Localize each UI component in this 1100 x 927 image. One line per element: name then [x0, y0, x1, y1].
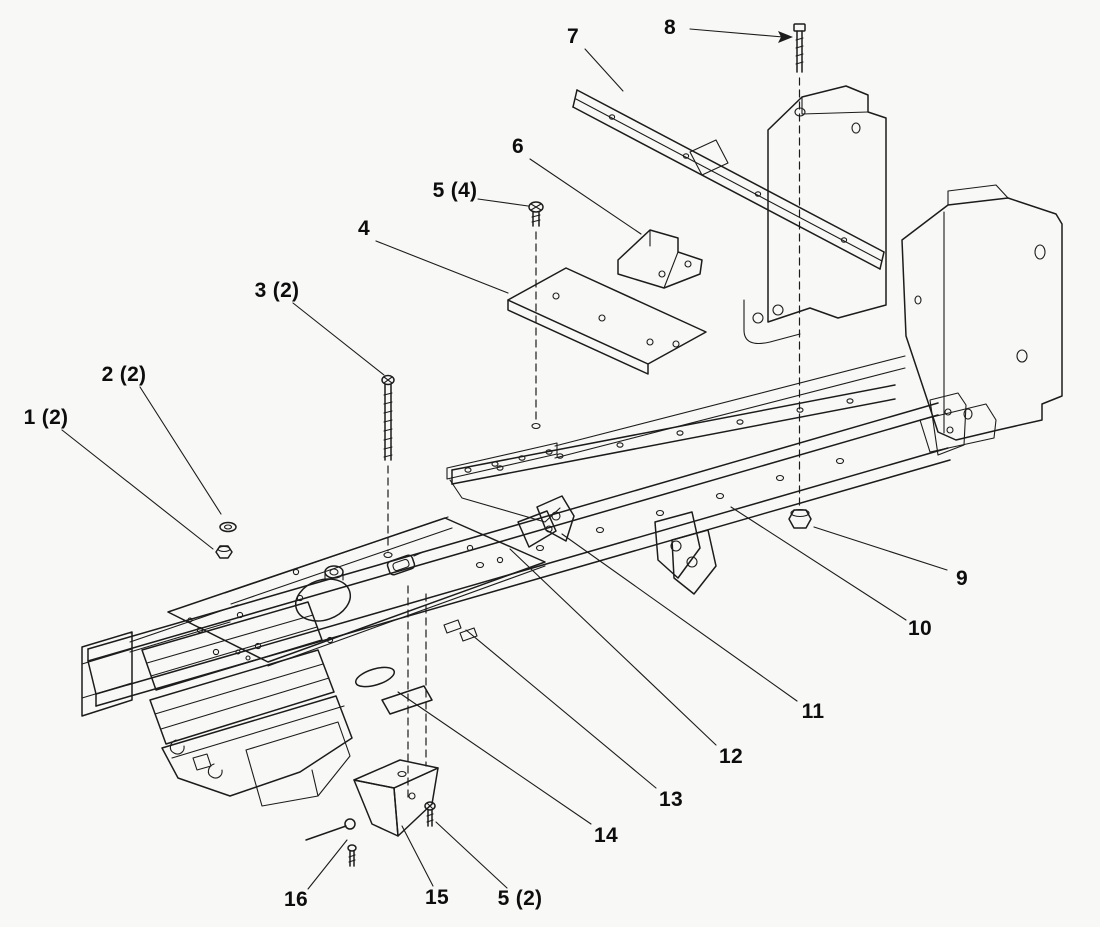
frame-rails — [87, 355, 967, 707]
footrest-ribs — [141, 601, 335, 745]
callout-3: 3 (2) — [254, 279, 300, 302]
leader-line-14 — [397, 691, 592, 825]
callout-16: 16 — [284, 888, 308, 911]
leader-arrowhead-8 — [778, 31, 793, 43]
leader-line-5a — [477, 198, 529, 207]
assembly-center-lines — [387, 77, 801, 799]
callout-15: 15 — [425, 886, 449, 909]
leader-line-5b — [435, 821, 508, 889]
lower-pan — [161, 685, 433, 807]
leader-lines — [61, 28, 948, 890]
front-platform-plate — [129, 516, 546, 688]
latch-brackets — [449, 479, 575, 548]
hook-detail — [169, 739, 185, 755]
leader-line-15 — [401, 825, 434, 887]
callout-7: 7 — [567, 25, 579, 48]
washer-2 — [219, 521, 237, 533]
callout-14: 14 — [594, 824, 618, 847]
bolt-3-2 — [381, 374, 395, 461]
leader-line-9 — [813, 526, 948, 571]
leader-line-10 — [730, 506, 907, 621]
callout-12: 12 — [719, 745, 743, 768]
front-bumper-channel — [81, 631, 133, 717]
mounting-bracket-15 — [353, 759, 439, 837]
callout-13: 13 — [659, 788, 683, 811]
callout-2: 2 (2) — [101, 363, 147, 386]
hanger-brackets — [654, 511, 717, 595]
support-bracket — [381, 685, 433, 715]
callout-9: 9 — [956, 567, 968, 590]
latch-bracket-12 — [517, 510, 557, 548]
callout-5b: 5 (2) — [497, 887, 543, 910]
rail-holes — [475, 398, 854, 569]
leader-line-8 — [689, 28, 784, 38]
baffle-plate — [507, 267, 707, 375]
callout-10: 10 — [908, 617, 932, 640]
leader-line-4 — [375, 240, 509, 294]
leader-line-13 — [465, 629, 657, 789]
callout-1: 1 (2) — [23, 406, 69, 429]
leader-line-12 — [509, 548, 717, 746]
rear-tower-bracket — [743, 85, 887, 345]
leader-line-7 — [584, 48, 624, 92]
leader-line-16 — [307, 839, 348, 890]
frame-brace-strip — [572, 89, 885, 270]
leader-line-11 — [561, 533, 798, 702]
leader-line-1 — [61, 429, 214, 550]
callout-8: 8 — [664, 16, 676, 39]
leader-line-3 — [292, 302, 385, 376]
nut-1 — [215, 545, 233, 559]
plate-holes — [187, 544, 504, 661]
callout-5a: 5 (4) — [432, 179, 478, 202]
hardware — [215, 23, 812, 867]
heat-shield-bracket — [617, 229, 703, 289]
latch-bracket-11 — [536, 495, 575, 542]
callout-4: 4 — [358, 217, 370, 240]
bolt-5-4 — [528, 201, 544, 227]
callout-11: 11 — [801, 700, 825, 723]
hook-detail — [207, 763, 223, 779]
leader-line-2 — [139, 386, 222, 515]
leader-line-6 — [529, 158, 642, 235]
bolt-5-2 — [424, 801, 436, 827]
rear-support-plate — [901, 184, 1063, 453]
nut-9 — [788, 508, 812, 529]
callout-6: 6 — [512, 135, 524, 158]
clip-16 — [305, 818, 357, 867]
bolt-8 — [793, 23, 806, 73]
